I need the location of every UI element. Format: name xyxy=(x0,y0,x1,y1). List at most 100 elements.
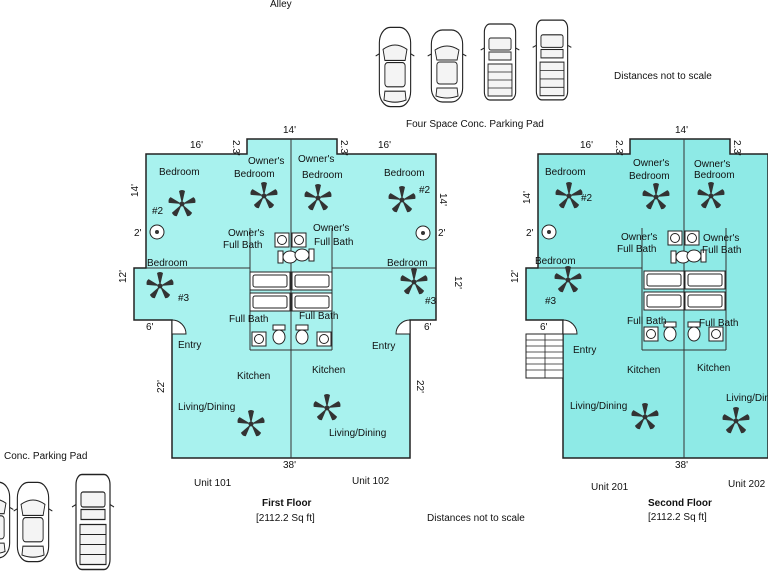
room-label: #2 xyxy=(419,185,431,196)
bathtub-icon xyxy=(643,270,685,290)
room-label: Owner's xyxy=(694,159,730,170)
room-label: Living/Dining xyxy=(570,401,627,412)
room-label: Bedroom xyxy=(159,167,200,178)
room-label: Entry xyxy=(178,340,201,351)
water-heater-icon xyxy=(415,225,431,241)
car-icon xyxy=(0,481,14,559)
dimension-label: 12' xyxy=(510,270,521,283)
room-label: Owner's xyxy=(633,158,669,169)
dimension-label: 12' xyxy=(452,276,463,289)
room-label: Full Bath xyxy=(617,244,656,255)
bathtub-icon xyxy=(684,270,726,290)
dimension-label: 2' xyxy=(526,228,534,239)
alley-label: Alley xyxy=(270,0,292,10)
room-label: Bedroom xyxy=(302,170,343,181)
door-swing-icon xyxy=(562,319,578,335)
unit-label: Unit 201 xyxy=(591,482,629,493)
room-label: Kitchen xyxy=(237,371,270,382)
room-label: Full Bath xyxy=(299,311,338,322)
room-label: #2 xyxy=(581,193,593,204)
room-label: Full Bath xyxy=(314,237,353,248)
distances-note-top: Distances not to scale xyxy=(614,71,712,82)
dimension-label: 6' xyxy=(146,322,154,333)
room-label: #2 xyxy=(152,206,164,217)
parking-pad-label-left: Conc. Parking Pad xyxy=(4,451,87,462)
room-label: Owner's xyxy=(703,233,739,244)
parking-pad-label-top: Four Space Conc. Parking Pad xyxy=(406,119,544,130)
bathtub-icon xyxy=(249,292,291,312)
room-label: Entry xyxy=(573,345,596,356)
car-icon xyxy=(480,23,520,101)
room-label: #3 xyxy=(545,296,557,307)
dimension-label: 2' xyxy=(134,228,142,239)
room-label: Bedroom xyxy=(535,256,576,267)
dimension-label: 2.3' xyxy=(731,140,742,156)
room-label: Owner's xyxy=(248,156,284,167)
dimension-label: 14' xyxy=(522,191,533,204)
sink-icon xyxy=(643,326,659,342)
toilet-icon xyxy=(294,248,315,262)
room-label: Kitchen xyxy=(312,365,345,376)
sink-icon xyxy=(667,230,683,246)
bathtub-icon xyxy=(643,291,685,311)
dimension-label: 16' xyxy=(580,140,593,151)
dimension-label: 6' xyxy=(424,322,432,333)
stairs-icon xyxy=(525,333,564,379)
room-label: Living/Dining xyxy=(178,402,235,413)
bathtub-icon xyxy=(291,271,333,291)
second-floor-plan: 16' 2.3' 14' 2.3' 14' 2' 12' 6' 38' Bedr… xyxy=(510,125,768,523)
room-label: Full Bath xyxy=(223,240,262,251)
bathtub-icon xyxy=(684,291,726,311)
dimension-label: 38' xyxy=(283,460,296,471)
room-label: Bedroom xyxy=(234,169,275,180)
floor-title: Second Floor xyxy=(648,498,712,509)
car-icon xyxy=(13,481,53,563)
room-label: Full Bath xyxy=(229,314,268,325)
dimension-label: 22' xyxy=(414,380,425,393)
dimension-label: 2' xyxy=(438,228,446,239)
room-label: Bedroom xyxy=(694,170,735,181)
bathtub-icon xyxy=(291,292,333,312)
dimension-label: 14' xyxy=(675,125,688,136)
room-label: Living/Dining xyxy=(329,428,386,439)
floor-title: First Floor xyxy=(262,498,312,509)
dimension-label: 2.3' xyxy=(613,140,624,156)
door-swing-icon xyxy=(395,319,411,335)
room-label: Owner's xyxy=(621,232,657,243)
water-heater-icon xyxy=(541,224,557,240)
dimension-label: 14' xyxy=(283,125,296,136)
room-label: Living/Dining xyxy=(726,393,768,404)
room-label: Full Bath xyxy=(699,318,738,329)
dimension-label: 14' xyxy=(130,184,141,197)
dimension-label: 2.3' xyxy=(338,140,349,156)
first-floor-plan: 16' 2.3' 14' 2.3' 16' 14' 2' 12' 6' 22' … xyxy=(118,125,463,524)
room-label: Bedroom xyxy=(147,258,188,269)
dimension-label: 22' xyxy=(156,380,167,393)
unit-label: Unit 101 xyxy=(194,478,232,489)
toilet-icon xyxy=(272,324,286,345)
unit-label: Unit 102 xyxy=(352,476,390,487)
sink-icon xyxy=(291,232,307,248)
room-label: Bedroom xyxy=(384,168,425,179)
room-label: Kitchen xyxy=(627,365,660,376)
room-label: Bedroom xyxy=(545,167,586,178)
dimension-label: 2.3' xyxy=(230,140,241,156)
car-icon xyxy=(375,26,415,108)
room-label: Full Bath xyxy=(702,245,741,256)
room-label: Kitchen xyxy=(697,363,730,374)
car-icon xyxy=(71,473,115,571)
unit-label: Unit 202 xyxy=(728,479,766,490)
car-icon xyxy=(532,19,572,101)
distances-note-bottom: Distances not to scale xyxy=(427,513,525,524)
sink-icon xyxy=(684,230,700,246)
dimension-label: 12' xyxy=(118,270,129,283)
sink-icon xyxy=(316,331,332,347)
room-label: Entry xyxy=(372,341,395,352)
room-label: Owner's xyxy=(228,228,264,239)
dimension-label: 6' xyxy=(540,322,548,333)
room-label: #3 xyxy=(425,296,437,307)
dimension-label: 38' xyxy=(675,460,688,471)
room-label: Owner's xyxy=(313,223,349,234)
bathtub-icon xyxy=(249,271,291,291)
sink-icon xyxy=(274,232,290,248)
